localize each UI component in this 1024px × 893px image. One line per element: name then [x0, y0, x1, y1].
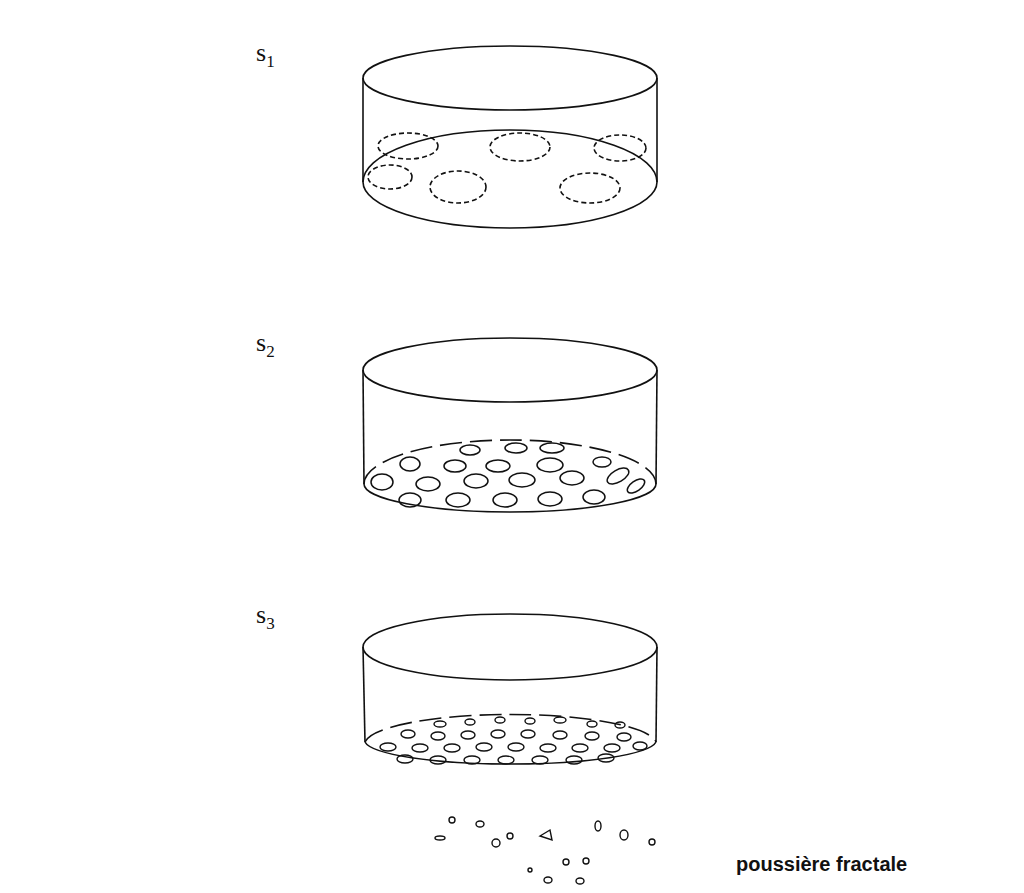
sieve-2 — [363, 338, 657, 512]
sieve-symbol: s2 — [256, 328, 275, 362]
sieve-1 — [363, 46, 657, 228]
dust-caption: poussière fractale — [736, 853, 907, 876]
fractal-dust — [435, 817, 655, 884]
sieve-3 — [363, 614, 657, 764]
sieve-symbol: s3 — [256, 600, 275, 634]
sieve-symbol: s1 — [256, 38, 275, 72]
